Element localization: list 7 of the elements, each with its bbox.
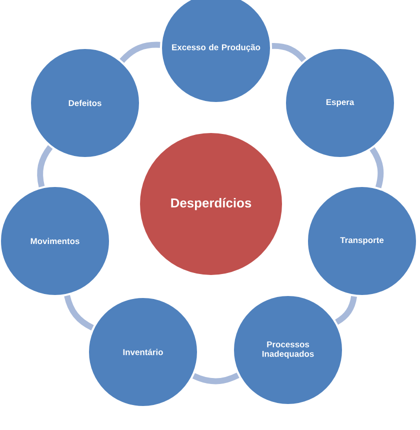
ring-segment: [272, 42, 306, 62]
ring-segment: [335, 296, 357, 325]
ring-segment: [370, 147, 384, 188]
ring-segment: [37, 145, 53, 188]
ring-segment: [192, 372, 240, 384]
ring-segment: [120, 42, 160, 63]
ring-segment: [64, 294, 94, 330]
